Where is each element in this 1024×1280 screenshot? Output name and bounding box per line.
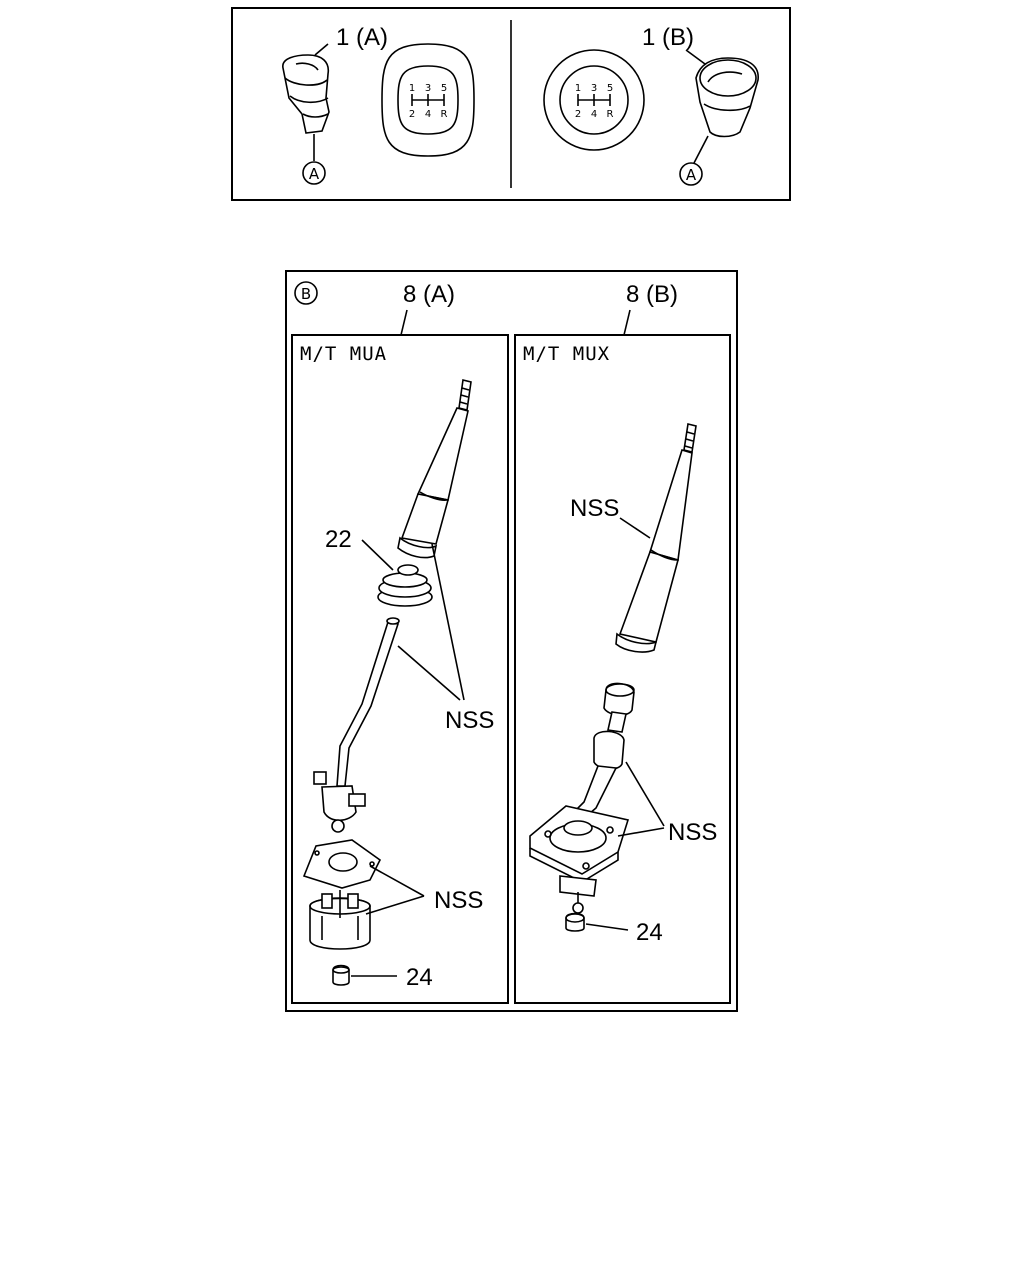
pattern-a-gear-r: R xyxy=(441,109,448,120)
ref-b: B xyxy=(301,285,311,303)
mux-label-24: 24 xyxy=(636,919,663,946)
shift-knob-b xyxy=(695,57,759,138)
pattern-b-gear-2: 2 xyxy=(575,109,581,120)
label-knob-a: 1 (A) xyxy=(336,24,388,51)
pattern-b-gear-5: 5 xyxy=(607,83,613,94)
knob-b-top-view: 1 3 5 2 4 R xyxy=(543,49,645,151)
pattern-b-gear-3: 3 xyxy=(591,83,597,94)
pattern-a-gear-2: 2 xyxy=(409,109,415,120)
label-22: 22 xyxy=(325,526,352,553)
pattern-a-gear-1: 1 xyxy=(409,83,415,94)
mua-housing xyxy=(309,890,371,950)
mua-part-24 xyxy=(332,964,350,986)
shift-knob-a xyxy=(282,54,330,134)
mux-subpanel: M/T MUX NSS xyxy=(514,334,731,1004)
leader-ref-a-right xyxy=(693,135,709,164)
mua-frame xyxy=(291,334,509,1004)
leader-mux-nss-2a xyxy=(625,761,665,827)
lever-panel-frame xyxy=(285,270,738,1012)
leader-8a xyxy=(400,309,408,336)
ref-a-right: A xyxy=(686,166,697,184)
mua-subpanel: M/T MUA 22 xyxy=(291,334,509,1004)
pattern-a-gear-5: 5 xyxy=(441,83,447,94)
mux-upper-lever xyxy=(615,423,697,653)
pattern-b-gear-4: 4 xyxy=(591,109,597,120)
mux-frame xyxy=(514,334,731,1004)
part-22-boot xyxy=(377,564,433,607)
mua-label-24: 24 xyxy=(406,964,433,991)
mua-upper-lever xyxy=(397,379,472,559)
shift-lever-panel: B 8 (A) 8 (B) M/T MUA 22 xyxy=(285,270,738,1012)
pattern-a-gear-3: 3 xyxy=(425,83,431,94)
mux-base-plate xyxy=(529,805,630,914)
leader-mua-nss-1a xyxy=(431,543,465,701)
knob-panel: 1 (A) A 1 3 5 2 4 R 1 3 xyxy=(231,7,791,201)
leader-knob-b xyxy=(685,49,706,65)
pattern-b-gear-r: R xyxy=(607,109,614,120)
mua-label-nss-2: NSS xyxy=(434,887,483,914)
mux-lower-lever xyxy=(570,682,635,821)
leader-mua-nss-2a xyxy=(369,865,425,897)
leader-mux-nss-1 xyxy=(619,517,651,539)
label-8b: 8 (B) xyxy=(626,281,678,308)
mux-part-24 xyxy=(565,912,585,932)
leader-mux-24 xyxy=(585,923,629,931)
leader-mux-nss-2b xyxy=(617,827,665,837)
leader-mua-nss-1b xyxy=(397,645,461,701)
knob-panel-frame xyxy=(231,7,791,201)
pattern-a-gear-4: 4 xyxy=(425,109,431,120)
mux-title: M/T MUX xyxy=(523,343,610,365)
mua-label-nss-1: NSS xyxy=(445,707,494,734)
leader-mua-nss-2b xyxy=(365,895,425,915)
knob-a-top-view: 1 3 5 2 4 R xyxy=(381,43,475,157)
leader-knob-a xyxy=(314,43,329,56)
ref-circle-a-left xyxy=(302,161,326,185)
mua-title: M/T MUA xyxy=(300,343,387,365)
leader-8b xyxy=(623,309,631,336)
mua-lower-lever xyxy=(313,617,400,833)
pattern-b-gear-1: 1 xyxy=(575,83,581,94)
ref-circle-a-right xyxy=(679,162,703,186)
mux-label-nss-2: NSS xyxy=(668,819,717,846)
ref-circle-b xyxy=(294,281,318,305)
label-knob-b: 1 (B) xyxy=(642,24,694,51)
mua-gasket xyxy=(302,839,382,889)
leader-22 xyxy=(361,539,394,571)
ref-a-left: A xyxy=(309,165,320,183)
mux-label-nss-1: NSS xyxy=(570,495,619,522)
label-8a: 8 (A) xyxy=(403,281,455,308)
